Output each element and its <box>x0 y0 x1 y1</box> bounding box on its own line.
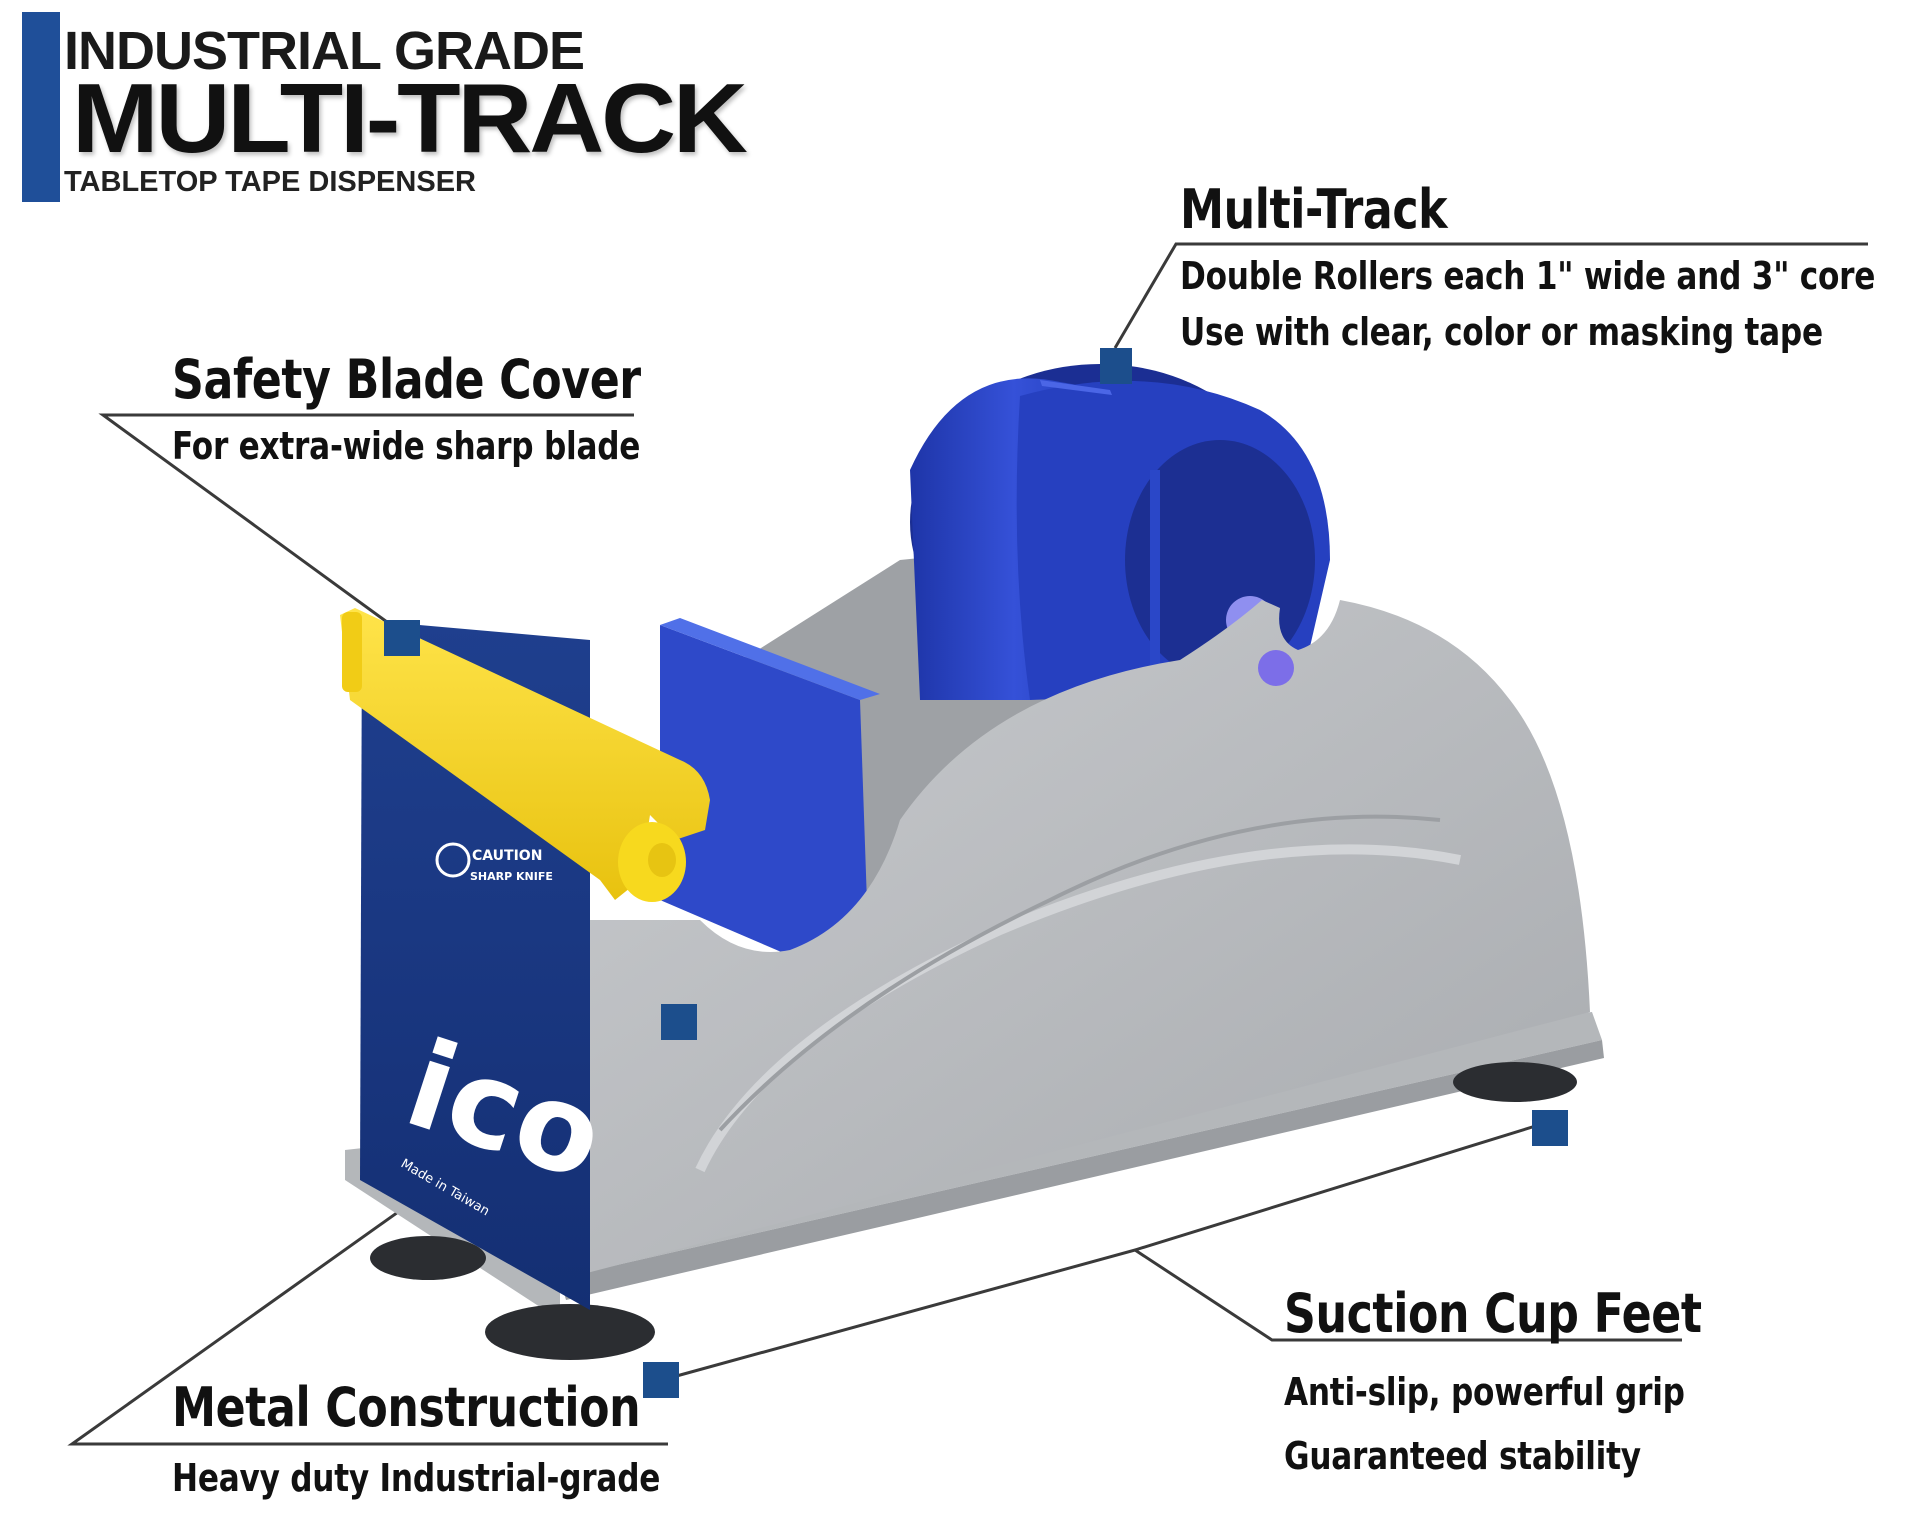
marker-suction-foot <box>643 1362 679 1398</box>
leader-multi-track <box>1113 242 1868 349</box>
suction-title: Suction Cup Feet <box>1284 1282 1702 1345</box>
suction-foot-right <box>1453 1062 1577 1102</box>
suction-foot-left <box>370 1236 486 1280</box>
header-line-3: TABLETOP TAPE DISPENSER <box>64 166 476 198</box>
base-plate-edge <box>560 1040 1604 1300</box>
tape-guide-plate <box>660 625 870 990</box>
body-emboss <box>695 844 1461 1173</box>
multi-track-line-1: Double Rollers each 1" wide and 3" core <box>1180 254 1876 298</box>
header-line-2: MULTI-TRACK <box>72 63 748 173</box>
marker-metal <box>661 1004 697 1040</box>
caution-icon <box>435 842 471 878</box>
caution-label-line2: SHARP KNIFE <box>470 870 553 883</box>
leader-safety-blade <box>98 413 634 632</box>
multi-track-line-2: Use with clear, color or masking tape <box>1180 310 1823 354</box>
suction-foot-front <box>485 1304 655 1360</box>
leader-suction <box>661 1248 1682 1382</box>
header-line-1: INDUSTRIAL GRADE <box>64 21 585 81</box>
dispenser-body <box>560 600 1590 1280</box>
body-emboss-inner <box>718 814 1441 1132</box>
header-accent-bar <box>22 12 60 202</box>
safety-blade-line-1: For extra-wide sharp blade <box>172 424 641 468</box>
marker-safety-blade <box>384 620 420 656</box>
suction-line-1: Anti-slip, powerful grip <box>1284 1370 1685 1414</box>
marker-multi-track <box>1100 348 1132 384</box>
marker-suction <box>1532 1110 1568 1146</box>
leader-suction-upper <box>1134 1122 1543 1252</box>
suction-line-2: Guaranteed stability <box>1284 1434 1641 1478</box>
roller-axle <box>1258 650 1294 686</box>
metal-line-1: Heavy duty Industrial-grade <box>172 1456 661 1500</box>
tape-roller <box>910 364 1330 700</box>
safety-blade-cover <box>340 608 710 902</box>
multi-track-title: Multi-Track <box>1180 178 1448 241</box>
tape-guide-plate-edge <box>660 618 880 700</box>
caution-label-line1: CAUTION <box>472 848 542 864</box>
safety-blade-title: Safety Blade Cover <box>172 348 641 411</box>
metal-title: Metal Construction <box>172 1376 641 1439</box>
